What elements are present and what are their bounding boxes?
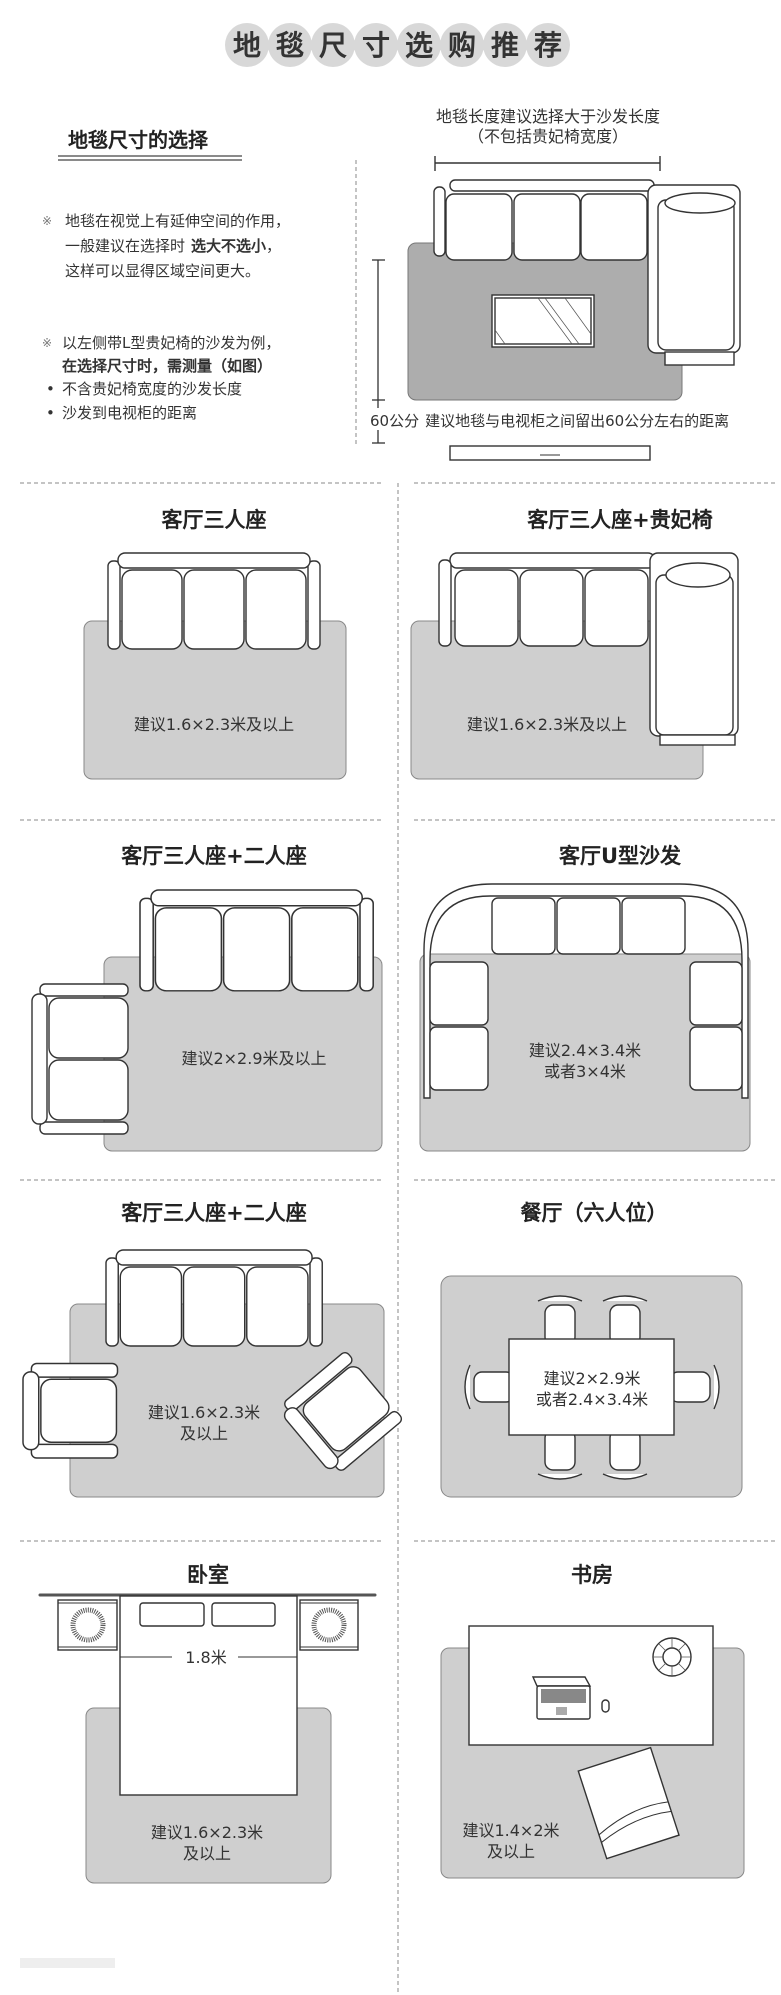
svg-text:建议1.6×2.3米及以上: 建议1.6×2.3米及以上 <box>467 715 627 734</box>
svg-text:客厅三人座: 客厅三人座 <box>162 508 267 532</box>
svg-text:以左侧带L型贵妃椅的沙发为例，: 以左侧带L型贵妃椅的沙发为例， <box>62 334 280 352</box>
three-seat-sofa <box>139 889 374 992</box>
pillow <box>211 1602 276 1627</box>
note-2: ※ 以左侧带L型贵妃椅的沙发为例， 在选择尺寸时，需测量（如图） • 不含贵妃椅… <box>42 334 280 422</box>
svg-text:建议1.6×2.3米: 建议1.6×2.3米 <box>148 1403 260 1422</box>
svg-text:地: 地 <box>233 29 261 62</box>
lamp-icon <box>70 1607 106 1643</box>
svg-text:选: 选 <box>405 29 433 62</box>
title-char-bubbles <box>225 23 570 67</box>
page-title: 地 毯 尺 寸 选 购 推 荐 <box>225 23 570 67</box>
intro-diagram: 地毯长度建议选择大于沙发长度 （不包括贵妃椅宽度） <box>368 107 762 461</box>
svg-text:1.8米: 1.8米 <box>185 1648 226 1667</box>
svg-text:客厅三人座+贵妃椅: 客厅三人座+贵妃椅 <box>527 508 713 532</box>
panel-bedroom: 卧室 1.8米 建议1.6×2.3米 及以上 <box>38 1563 377 1884</box>
svg-text:客厅三人座+二人座: 客厅三人座+二人座 <box>121 844 307 868</box>
plant-icon <box>652 1637 692 1677</box>
svg-text:或者2.4×3.4米: 或者2.4×3.4米 <box>536 1390 648 1409</box>
three-seat-sofa <box>107 552 321 650</box>
svg-text:书房: 书房 <box>571 1563 613 1587</box>
svg-text:建议1.6×2.3米及以上: 建议1.6×2.3米及以上 <box>134 715 294 734</box>
svg-text:荐: 荐 <box>534 29 562 62</box>
svg-text:或者3×4米: 或者3×4米 <box>544 1062 626 1081</box>
svg-text:※: ※ <box>42 336 52 350</box>
bed <box>119 1595 298 1796</box>
svg-text:客厅三人座+二人座: 客厅三人座+二人座 <box>121 1201 307 1225</box>
svg-text:•: • <box>46 404 55 422</box>
coffee-table <box>491 294 595 348</box>
svg-text:建议2.4×3.4米: 建议2.4×3.4米 <box>529 1041 641 1060</box>
svg-text:购: 购 <box>448 29 476 62</box>
svg-text:在选择尺寸时，需测量（如图）: 在选择尺寸时，需测量（如图） <box>62 357 272 375</box>
distance-label: 60公分建议地毯与电视柜之间留出60公分左右的距离 <box>370 412 729 430</box>
svg-text:及以上: 及以上 <box>180 1424 228 1443</box>
svg-text:※: ※ <box>42 214 52 228</box>
svg-text:餐厅（六人位）: 餐厅（六人位） <box>521 1201 668 1225</box>
sofa-length-dimension <box>434 156 661 171</box>
svg-text:•: • <box>46 380 55 398</box>
nightstand-left <box>57 1599 118 1651</box>
nightstand-right <box>299 1599 359 1651</box>
laptop-icon <box>531 1676 592 1720</box>
svg-text:尺: 尺 <box>319 29 347 62</box>
watermark <box>20 1958 115 1968</box>
svg-text:建议1.6×2.3米: 建议1.6×2.3米 <box>151 1823 263 1842</box>
section-title: 地毯尺寸的选择 <box>68 128 209 152</box>
panel-living-3seat-chaise: 客厅三人座+贵妃椅 建议1.6×2.3米及以上 <box>410 508 739 780</box>
svg-text:卧室: 卧室 <box>187 1563 229 1587</box>
u-sofa <box>423 883 749 1099</box>
svg-text:寸: 寸 <box>362 29 390 62</box>
panel-study: 书房 建议1.4×2米 及以上 <box>440 1563 745 1879</box>
desk-chair <box>577 1746 680 1860</box>
mouse-icon <box>601 1699 610 1713</box>
svg-text:客厅U型沙发: 客厅U型沙发 <box>559 844 682 868</box>
svg-text:建议2×2.9米及以上: 建议2×2.9米及以上 <box>181 1049 326 1068</box>
tv-cabinet <box>449 445 651 461</box>
svg-text:沙发到电视柜的距离: 沙发到电视柜的距离 <box>62 404 197 422</box>
svg-text:及以上: 及以上 <box>487 1842 535 1861</box>
lamp-icon <box>311 1607 347 1643</box>
svg-text:地毯长度建议选择大于沙发长度: 地毯长度建议选择大于沙发长度 <box>436 107 660 126</box>
panel-living-3seat: 客厅三人座 建议1.6×2.3米及以上 <box>83 508 347 780</box>
grid-dividers <box>20 482 775 1995</box>
svg-text:（不包括贵妃椅宽度）: （不包括贵妃椅宽度） <box>468 127 628 146</box>
svg-text:及以上: 及以上 <box>183 1844 231 1863</box>
three-seat-sofa <box>105 1249 323 1347</box>
svg-text:不含贵妃椅宽度的沙发长度: 不含贵妃椅宽度的沙发长度 <box>62 380 242 398</box>
svg-text:建议2×2.9米: 建议2×2.9米 <box>543 1369 640 1388</box>
panel-living-3seat-armchairs: 客厅三人座+二人座 建议1.6×2.3米 及以上 <box>22 1201 405 1498</box>
armchair-left <box>22 1362 119 1459</box>
svg-text:推: 推 <box>491 29 519 62</box>
svg-text:毯: 毯 <box>276 29 304 62</box>
pillow <box>139 1602 205 1627</box>
svg-text:这样可以显得区域空间更大。: 这样可以显得区域空间更大。 <box>65 262 260 280</box>
l-sofa <box>438 552 739 746</box>
svg-text:建议1.4×2米: 建议1.4×2米 <box>462 1821 559 1840</box>
svg-text:地毯在视觉上有延伸空间的作用，: 地毯在视觉上有延伸空间的作用， <box>65 212 290 230</box>
panel-living-3seat-2seat: 客厅三人座+二人座 建议2×2.9米及以上 <box>31 844 383 1152</box>
dining-table <box>508 1338 675 1436</box>
panel-dining: 餐厅（六人位） 建议2×2.9米 或者2.4×3.4米 <box>440 1201 743 1498</box>
l-sofa <box>433 179 741 366</box>
note-1: ※ 地毯在视觉上有延伸空间的作用， 一般建议在选择时选大不选小， 这样可以显得区… <box>42 212 290 280</box>
panel-living-u-sofa: 客厅U型沙发 建议2.4×3.4米 或者3×4米 <box>419 844 751 1152</box>
